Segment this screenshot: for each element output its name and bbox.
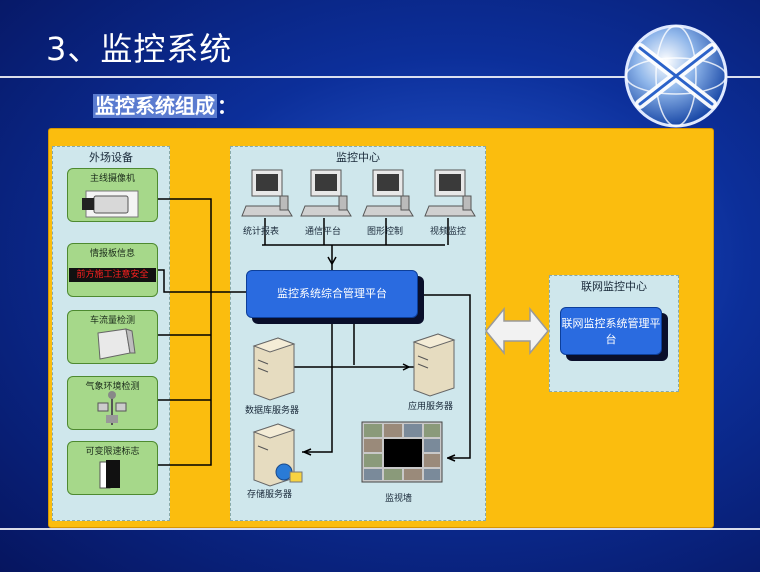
field-device-message-board-label: 情报板信息 bbox=[89, 249, 135, 259]
database-server-label: 数据库服务器 bbox=[245, 406, 300, 416]
workstation-label-stats: 统计报表 bbox=[243, 227, 280, 237]
subtitle-highlight: 监控系统组成 bbox=[93, 94, 217, 118]
field-device-message-board[interactable]: 情报板信息 前方施工注意安全 bbox=[67, 243, 158, 297]
field-device-camera[interactable]: 主线摄像机 bbox=[67, 168, 158, 222]
workstation-label-graphic: 图形控制 bbox=[367, 227, 404, 237]
video-wall-label: 监视墙 bbox=[385, 494, 413, 504]
field-device-traffic-detector-label: 车流量检测 bbox=[89, 316, 135, 326]
database-server-icon bbox=[252, 337, 296, 401]
network-center-zone-label: 联网监控中心 bbox=[581, 280, 647, 293]
field-device-speed-sign-label: 可变限速标志 bbox=[85, 447, 140, 457]
workstation-label-video: 视频监控 bbox=[430, 227, 467, 237]
workstation-label-comm: 通信平台 bbox=[305, 227, 342, 237]
field-device-weather[interactable]: 气象环境检测 bbox=[67, 376, 158, 430]
slide-title: 3、监控系统 bbox=[46, 30, 233, 68]
integrated-management-platform[interactable]: 监控系统综合管理平台 bbox=[246, 270, 418, 318]
computer-icon bbox=[424, 169, 476, 217]
message-board-icon: 前方施工注意安全 bbox=[69, 268, 156, 282]
title-divider bbox=[0, 76, 760, 78]
application-server-icon bbox=[412, 333, 456, 397]
monitoring-center-zone-label: 监控中心 bbox=[336, 151, 380, 164]
computer-icon bbox=[241, 169, 293, 217]
video-wall-icon bbox=[361, 421, 443, 483]
slide-subtitle: 监控系统组成： bbox=[93, 90, 237, 119]
computer-icon bbox=[362, 169, 414, 217]
weather-station-icon bbox=[97, 391, 127, 425]
storage-server-label: 存储服务器 bbox=[247, 490, 293, 500]
network-management-platform[interactable]: 联网监控系统管理平台 bbox=[560, 307, 662, 355]
camera-icon bbox=[82, 190, 139, 218]
application-server-label: 应用服务器 bbox=[408, 402, 454, 412]
bidirectional-arrow-icon bbox=[485, 306, 549, 356]
traffic-detector-icon bbox=[97, 328, 136, 360]
globe-logo-icon bbox=[624, 24, 728, 128]
field-device-weather-label: 气象环境检测 bbox=[85, 382, 140, 392]
footer-divider bbox=[0, 528, 760, 530]
speed-sign-icon bbox=[99, 460, 120, 489]
storage-server-icon bbox=[252, 423, 303, 487]
computer-icon bbox=[300, 169, 352, 217]
field-devices-zone-label: 外场设备 bbox=[89, 151, 133, 164]
field-device-camera-label: 主线摄像机 bbox=[89, 174, 135, 184]
field-device-traffic-detector[interactable]: 车流量检测 bbox=[67, 310, 158, 364]
subtitle-colon: ： bbox=[217, 94, 237, 118]
field-device-speed-sign[interactable]: 可变限速标志 bbox=[67, 441, 158, 495]
